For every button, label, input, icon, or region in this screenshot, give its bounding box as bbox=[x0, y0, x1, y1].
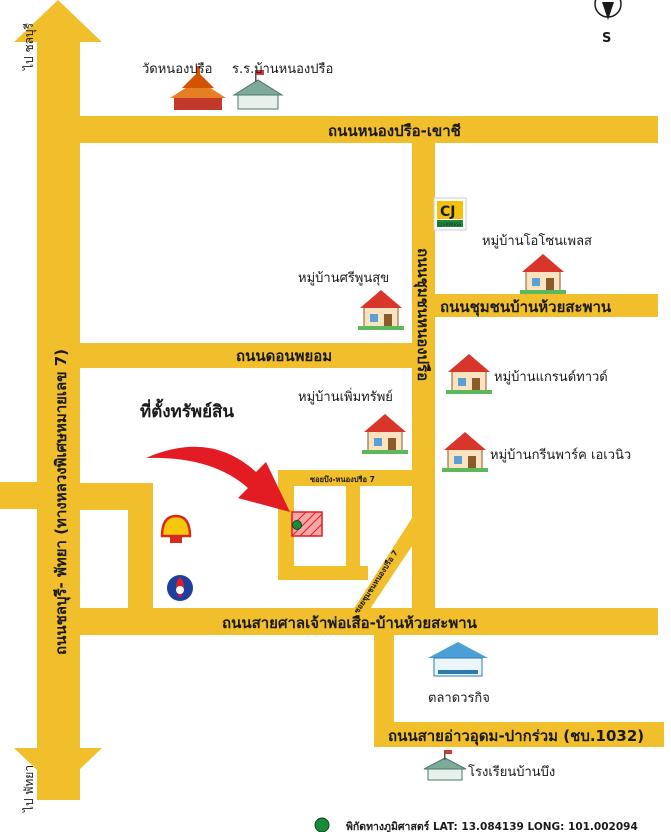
house-icon-phoem-sap bbox=[362, 414, 408, 454]
left-lower-stub-road bbox=[0, 482, 40, 509]
highway-arrow-down bbox=[14, 748, 102, 790]
chumchon-nong-prue-label: ถนนชุมชนหนองปรือ bbox=[413, 248, 432, 381]
cj-logo-text: CJ bbox=[440, 204, 455, 220]
school-top-label: ร.ร.บ้านหนองปรือ bbox=[232, 61, 333, 77]
ao-udom-vertical-road bbox=[374, 633, 394, 743]
chumchon-nong-prue-road bbox=[412, 116, 435, 628]
sri-phunsuk-label: หมู่บ้านศรีพูนสุข bbox=[298, 270, 389, 286]
main-highway-road bbox=[37, 30, 80, 800]
highway-arrow-up bbox=[14, 0, 102, 42]
school-bottom-label: โรงเรียนบ้านบึง bbox=[468, 764, 555, 780]
don-phayom-road bbox=[78, 343, 414, 368]
phoem-sap-label: หมู่บ้านเพิ่มทรัพย์ bbox=[298, 388, 393, 405]
soi-mid-vertical-road bbox=[346, 470, 360, 580]
soi-bueng-nong-prue-7-label: ซอยบึง-หนองปรือ 7 bbox=[310, 475, 375, 484]
sai-san-chao-pho-suea-road bbox=[78, 608, 658, 635]
property-marker bbox=[292, 520, 302, 530]
soi-bottom-road bbox=[278, 566, 368, 580]
property-label: ที่ตั้งทรัพย์สิน bbox=[140, 398, 234, 422]
sai-ao-udom-label: ถนนสายอ่าวอุดม-ปากร่วม (ชบ.1032) bbox=[388, 727, 644, 746]
house-icon-sri-phunsuk bbox=[358, 290, 404, 330]
house-icon-green-park bbox=[442, 432, 488, 472]
don-phayom-label: ถนนดอนพยอม bbox=[236, 347, 332, 365]
compass-icon: S bbox=[594, 0, 622, 46]
sai-ao-udom-road bbox=[374, 722, 664, 747]
nong-prue-khao-chi-road bbox=[78, 116, 658, 143]
nong-prue-khao-chi-label: ถนนหนองปรือ-เขาชี bbox=[328, 122, 461, 140]
ozone-place-label: หมู่บ้านโอโซนเพลส bbox=[482, 233, 592, 249]
shell-station-icon bbox=[160, 514, 192, 543]
market-icon bbox=[428, 642, 488, 677]
cj-sub-text: CJ EXPRESS bbox=[438, 222, 462, 227]
house-icon-ozone bbox=[520, 254, 566, 294]
property-plot bbox=[291, 511, 323, 537]
cj-store-icon: CJ CJ EXPRESS bbox=[433, 197, 467, 231]
compass-south-label: S bbox=[602, 31, 611, 46]
temple-icon bbox=[170, 66, 226, 110]
ptt-station-icon bbox=[167, 575, 193, 601]
to-chonburi-label: ไป ชลบุรี bbox=[22, 22, 37, 71]
school-icon-bottom bbox=[423, 750, 467, 781]
sai-san-chao-pho-suea-label: ถนนสายศาลเจ้าพ่อเสือ-บ้านห้วยสะพาน bbox=[222, 614, 478, 632]
green-park-label: หมู่บ้านกรีนพาร์ค เอเวนิว bbox=[490, 447, 631, 463]
coordinates-label: พิกัดทางภูมิศาสตร์ LAT: 13.084139 LONG: … bbox=[346, 820, 638, 832]
temple-label: วัดหนองปรือ bbox=[142, 61, 212, 77]
connector-vertical-road bbox=[128, 483, 153, 621]
footer-marker-icon bbox=[314, 817, 330, 832]
property-arrow-icon bbox=[146, 446, 290, 512]
house-icon-grand-town bbox=[446, 354, 492, 394]
to-pattaya-label: ไป พัทยา bbox=[22, 765, 36, 813]
chumchon-huai-saphan-label: ถนนชุมชนบ้านห้วยสะพาน bbox=[440, 298, 612, 317]
road-network bbox=[0, 0, 664, 800]
market-label: ตลาดวรกิจ bbox=[428, 691, 490, 706]
soi-chumchon-nong-prue-7-road bbox=[346, 518, 426, 621]
grand-town-label: หมู่บ้านแกรนด์ทาวด์ bbox=[494, 369, 608, 385]
main-highway-label: ถนนชลบุรี- พัทยา (ทางหลวงพิเศษหมายเลข 7) bbox=[52, 349, 71, 655]
school-icon-top bbox=[232, 70, 284, 110]
chumchon-huai-saphan-road bbox=[435, 294, 658, 317]
